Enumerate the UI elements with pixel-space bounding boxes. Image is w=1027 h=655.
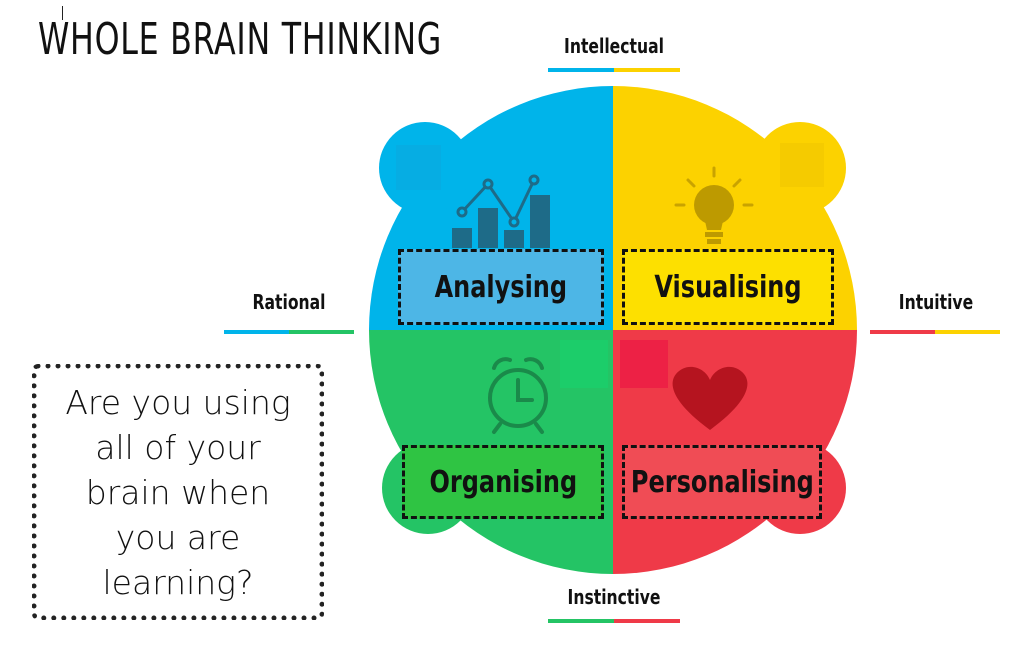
- alarm-clock-icon: [488, 357, 548, 434]
- axis-bar-right: [870, 330, 1000, 334]
- axis-label-right: Intuitive: [898, 290, 974, 314]
- heart-icon: [672, 366, 748, 430]
- axis-label-bottom: Instinctive: [567, 585, 661, 609]
- axis-bar-bottom: [548, 619, 680, 623]
- chart-icon: [452, 174, 550, 248]
- quadrant-label-personalising: Personalising: [622, 445, 822, 519]
- text-cursor-mark: [62, 6, 63, 20]
- page-title: WHOLE BRAIN THINKING: [38, 14, 443, 65]
- quadrant-label-analysing: Analysing: [398, 249, 604, 325]
- quadrant-label-visualising: Visualising: [622, 249, 834, 325]
- lightbulb-icon: [674, 166, 754, 244]
- quadrant-label-organising: Organising: [402, 445, 604, 519]
- axis-label-left: Rational: [252, 290, 326, 314]
- axis-bar-left: [224, 330, 354, 334]
- question-box: Are you using all of your brain when you…: [32, 364, 324, 620]
- question-text: Are you using all of your brain when you…: [65, 382, 291, 602]
- axis-bar-top: [548, 68, 680, 72]
- axis-label-top: Intellectual: [564, 34, 664, 58]
